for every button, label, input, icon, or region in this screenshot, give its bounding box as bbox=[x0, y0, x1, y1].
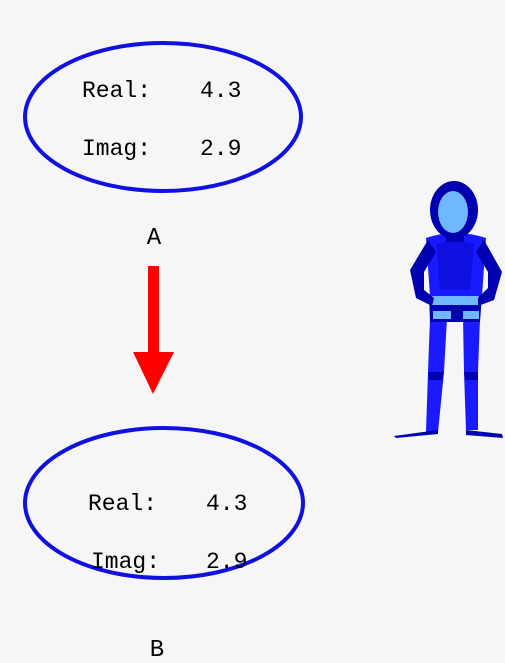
object-b-ellipse bbox=[23, 426, 305, 580]
object-b-imag-value: 2.9 bbox=[206, 549, 247, 575]
object-b-real-label: Real: bbox=[88, 491, 157, 517]
object-a-imag-value: 2.9 bbox=[200, 136, 241, 162]
object-b-name: B bbox=[150, 637, 164, 663]
object-b-real-value: 4.3 bbox=[206, 491, 247, 517]
down-arrow-icon bbox=[133, 266, 174, 394]
object-b: Real: 4.3 Imag: 2.9 bbox=[23, 426, 305, 580]
object-a-name: A bbox=[147, 225, 162, 252]
object-a-imag-label: Imag: bbox=[82, 136, 151, 162]
object-b-imag-label: Imag: bbox=[91, 549, 160, 575]
object-a-real-label: Real: bbox=[82, 78, 151, 104]
person-figure-icon bbox=[394, 181, 503, 438]
object-a-real-value: 4.3 bbox=[200, 78, 241, 104]
object-a: Real: 4.3 Imag: 2.9 bbox=[23, 41, 303, 193]
object-a-ellipse bbox=[23, 41, 303, 193]
